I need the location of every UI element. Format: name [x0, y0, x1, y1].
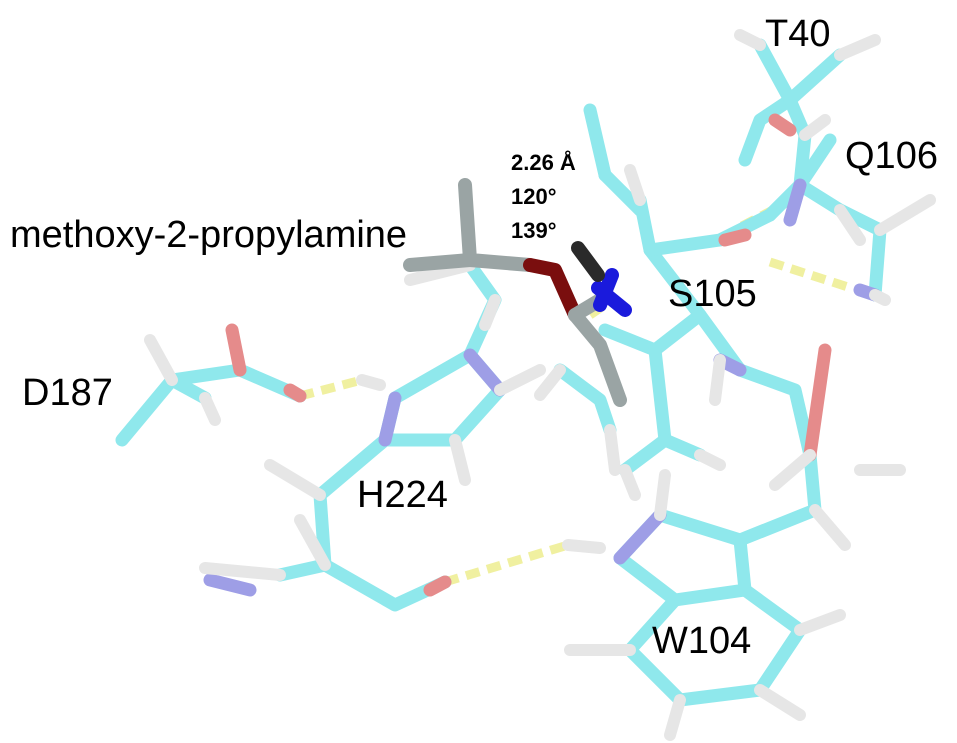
label-q106: Q106: [845, 135, 938, 177]
measurement-labels: 2.26 Å 120° 139°: [511, 149, 576, 243]
label-s105: S105: [668, 273, 757, 315]
label-h224: H224: [357, 474, 448, 516]
angle-label-1: 120°: [511, 184, 557, 209]
hbond-d187-h224: [298, 375, 364, 401]
hbond-s105-q106: [768, 257, 850, 292]
angle-label-2: 139°: [511, 218, 557, 243]
label-d187: D187: [22, 372, 113, 414]
residue-labels: methoxy-2-propylamine T40 Q106 S105 D187…: [10, 13, 938, 662]
distance-label: 2.26 Å: [511, 149, 576, 175]
label-w104: W104: [652, 620, 751, 662]
ligand-oxygen: [523, 258, 582, 322]
s105-backbone: [598, 308, 747, 377]
label-ligand: methoxy-2-propylamine: [10, 214, 407, 256]
hbond-h224-w104: [443, 540, 570, 587]
d187-sidechain: [115, 363, 307, 447]
ligand-molecule: [403, 178, 632, 407]
w104-ring: [613, 508, 752, 607]
hydrogen-bonds-h: [144, 29, 936, 741]
label-t40: T40: [765, 13, 830, 55]
oxygen-bonds: [225, 113, 832, 597]
